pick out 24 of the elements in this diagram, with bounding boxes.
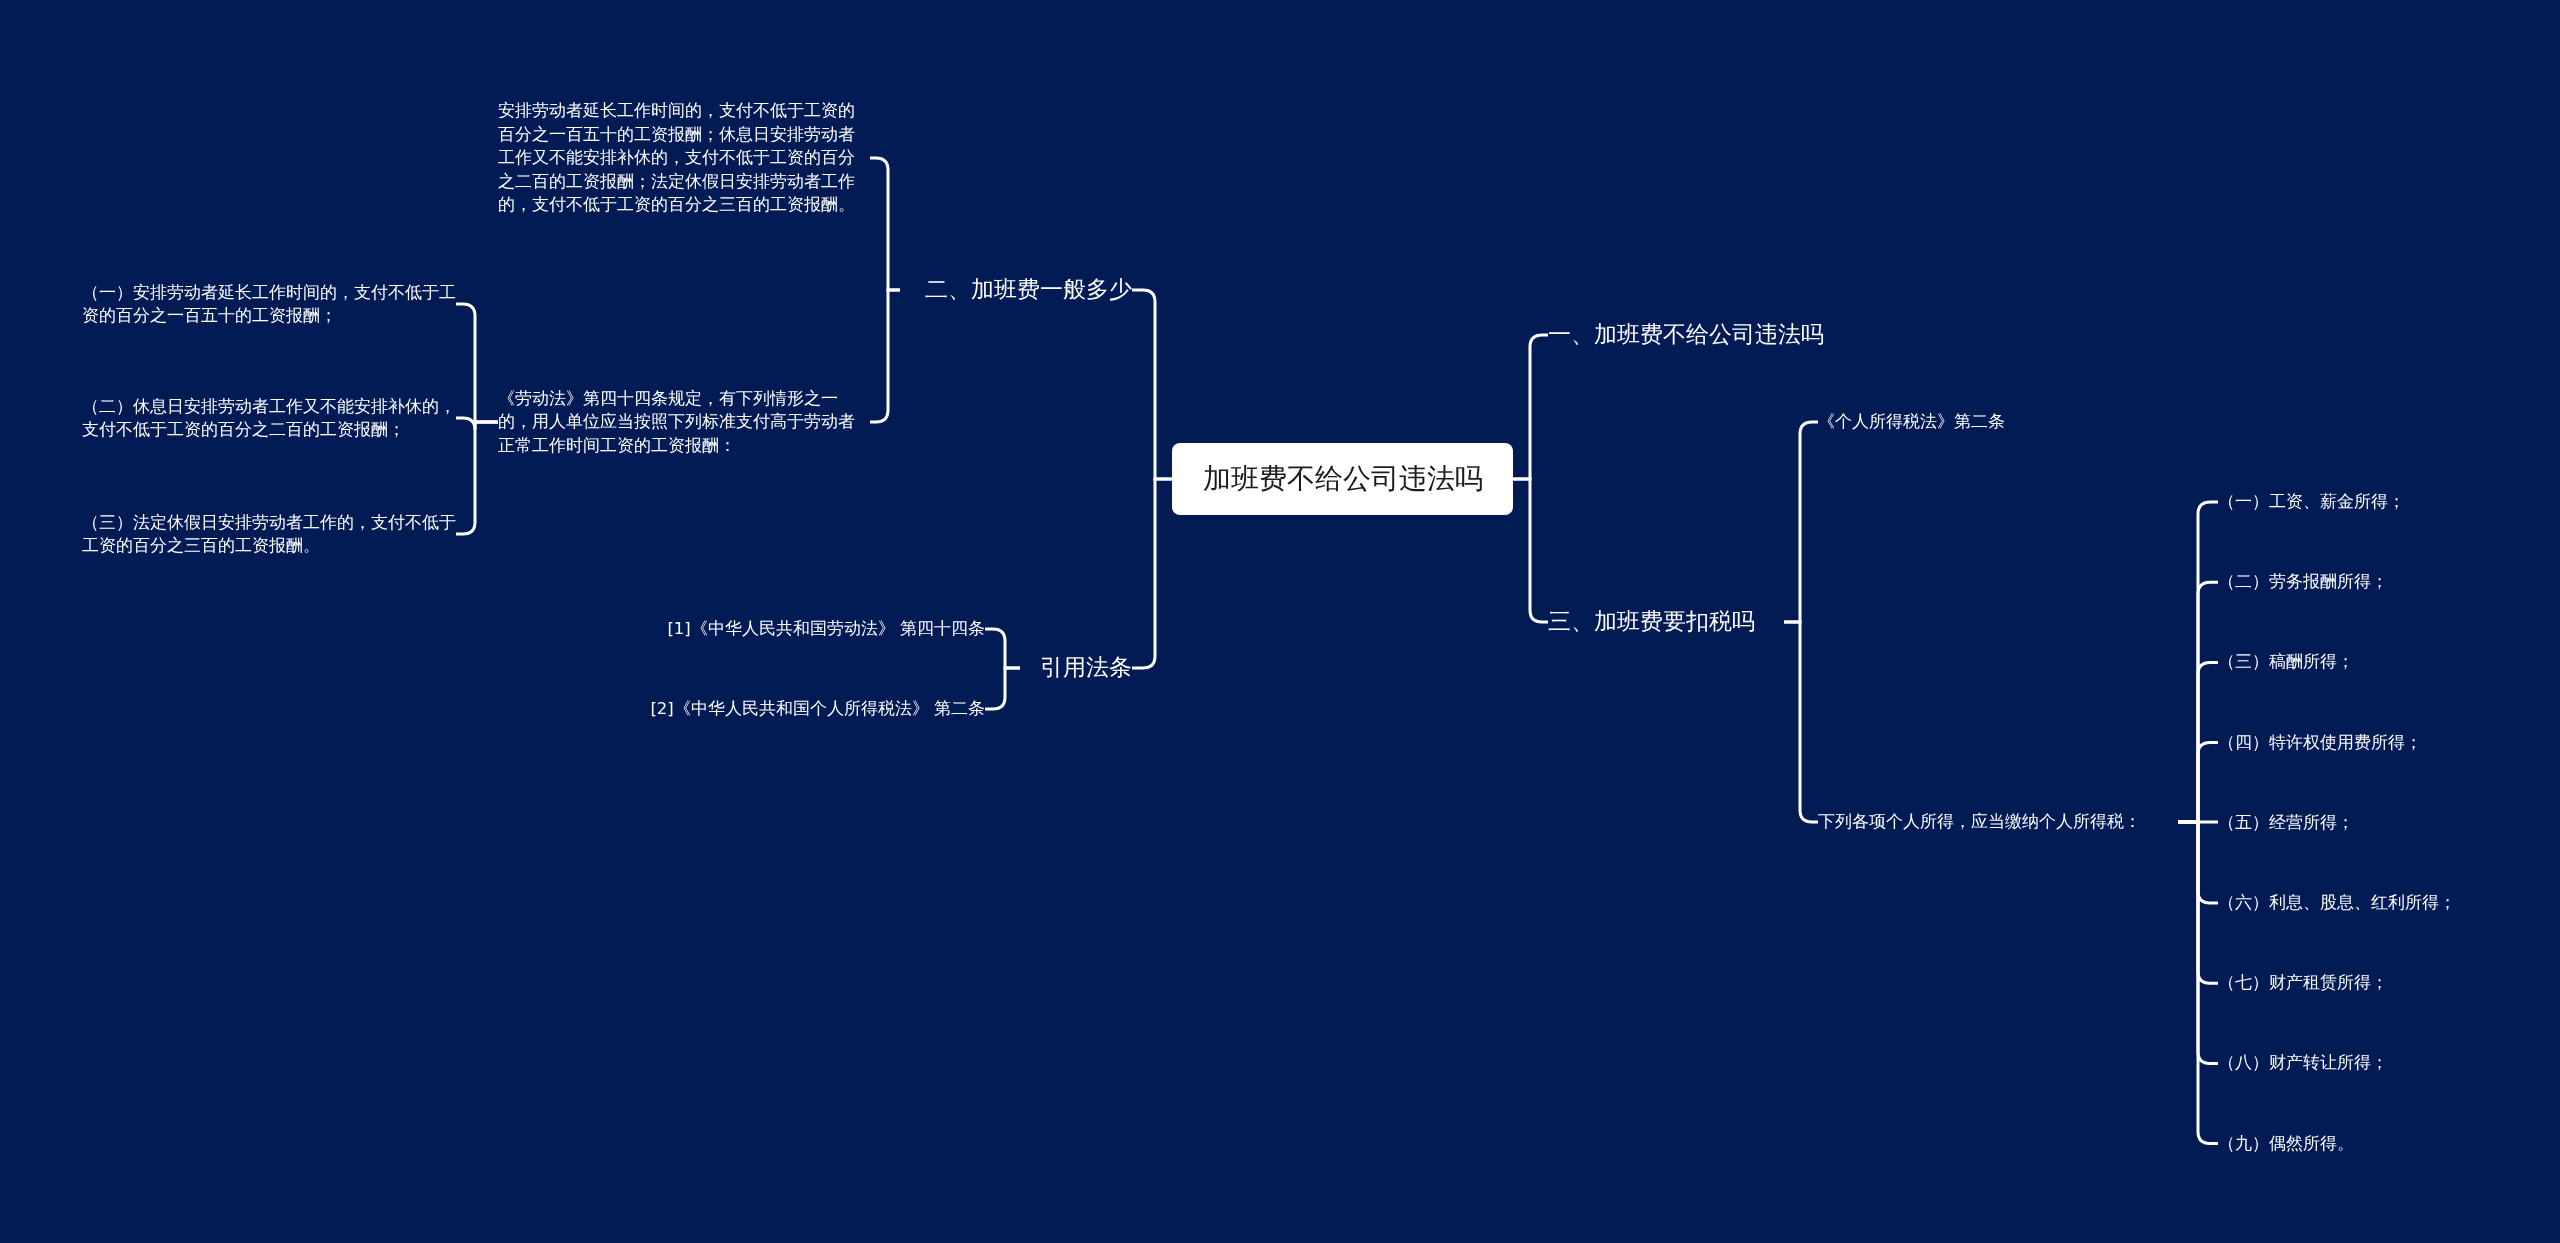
- subtopic-text: （八）财产转让所得；: [2218, 1049, 2518, 1078]
- branch-topic: 三、加班费要扣税吗: [1548, 604, 1784, 640]
- subtopic-text: （二）劳务报酬所得；: [2218, 568, 2518, 597]
- subtopic-text: （九）偶然所得。: [2218, 1129, 2518, 1158]
- subtopic-text: （五）经营所得；: [2218, 808, 2518, 837]
- subtopic-text: （三）稿酬所得；: [2218, 648, 2518, 677]
- paragraph-text: （二）休息日安排劳动者工作又不能安排补休的，支付不低于工资的百分之二百的工资报酬；: [82, 382, 456, 454]
- paragraph-text: （三）法定休假日安排劳动者工作的，支付不低于工资的百分之三百的工资报酬。: [82, 510, 456, 558]
- subtopic-text: 下列各项个人所得，应当缴纳个人所得税：: [1818, 808, 2178, 836]
- branch-topic: 引用法条: [1020, 650, 1132, 686]
- paragraph-text: （一）安排劳动者延长工作时间的，支付不低于工资的百分之一百五十的工资报酬；: [82, 280, 456, 328]
- paragraph-text: 《劳动法》第四十四条规定，有下列情形之一的，用人单位应当按照下列标准支付高于劳动者正常工作时间工资的工资报酬：: [498, 380, 870, 464]
- subtopic-text: 《个人所得税法》第二条: [1818, 408, 2078, 436]
- subtopic-text: （六）利息、股息、红利所得；: [2218, 889, 2518, 917]
- branch-topic: 二、加班费一般多少: [900, 272, 1132, 308]
- subtopic-text: [2]《中华人民共和国个人所得税法》 第二条: [580, 695, 985, 723]
- branch-topic: 一、加班费不给公司违法吗: [1548, 317, 1868, 353]
- subtopic-text: （一）工资、薪金所得；: [2218, 488, 2518, 516]
- subtopic-text: （四）特许权使用费所得；: [2218, 728, 2518, 757]
- subtopic-text: （七）财产租赁所得；: [2218, 969, 2518, 998]
- central-topic-box: 加班费不给公司违法吗: [1172, 443, 1513, 515]
- subtopic-text: [1]《中华人民共和国劳动法》 第四十四条: [600, 615, 985, 643]
- connector-line: [985, 666, 1020, 711]
- paragraph-text: 安排劳动者延长工作时间的，支付不低于工资的百分之一百五十的工资报酬；休息日安排劳动者工作又不能安排补休的，支付不低于工资的百分之二百的工资报酬；法定休假日安排劳动者工作的，支付不低于工资的百分之三百的工资报酬。: [498, 84, 870, 232]
